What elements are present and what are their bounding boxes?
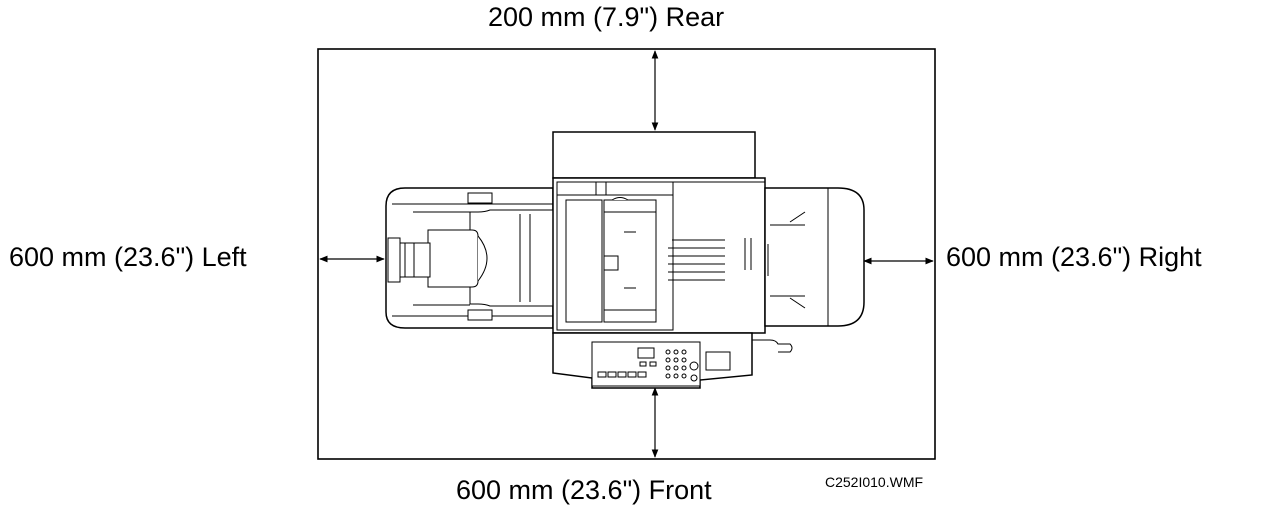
right-clearance-label: 600 mm (23.6") Right <box>946 242 1202 272</box>
operation-panel <box>591 341 731 387</box>
rear-clearance-label: 200 mm (7.9") Rear <box>488 2 725 32</box>
copier-top-view <box>385 131 865 389</box>
clearance-boundary <box>317 48 936 460</box>
right-paper-tray <box>764 187 865 327</box>
left-clearance-label: 600 mm (23.6") Left <box>9 242 247 272</box>
power-cord <box>752 339 793 353</box>
front-clearance-label: 600 mm (23.6") Front <box>456 475 712 505</box>
main-unit-rear <box>552 131 756 179</box>
left-output-tray <box>385 187 554 329</box>
figure-file-id: C252I010.WMF <box>825 474 924 490</box>
